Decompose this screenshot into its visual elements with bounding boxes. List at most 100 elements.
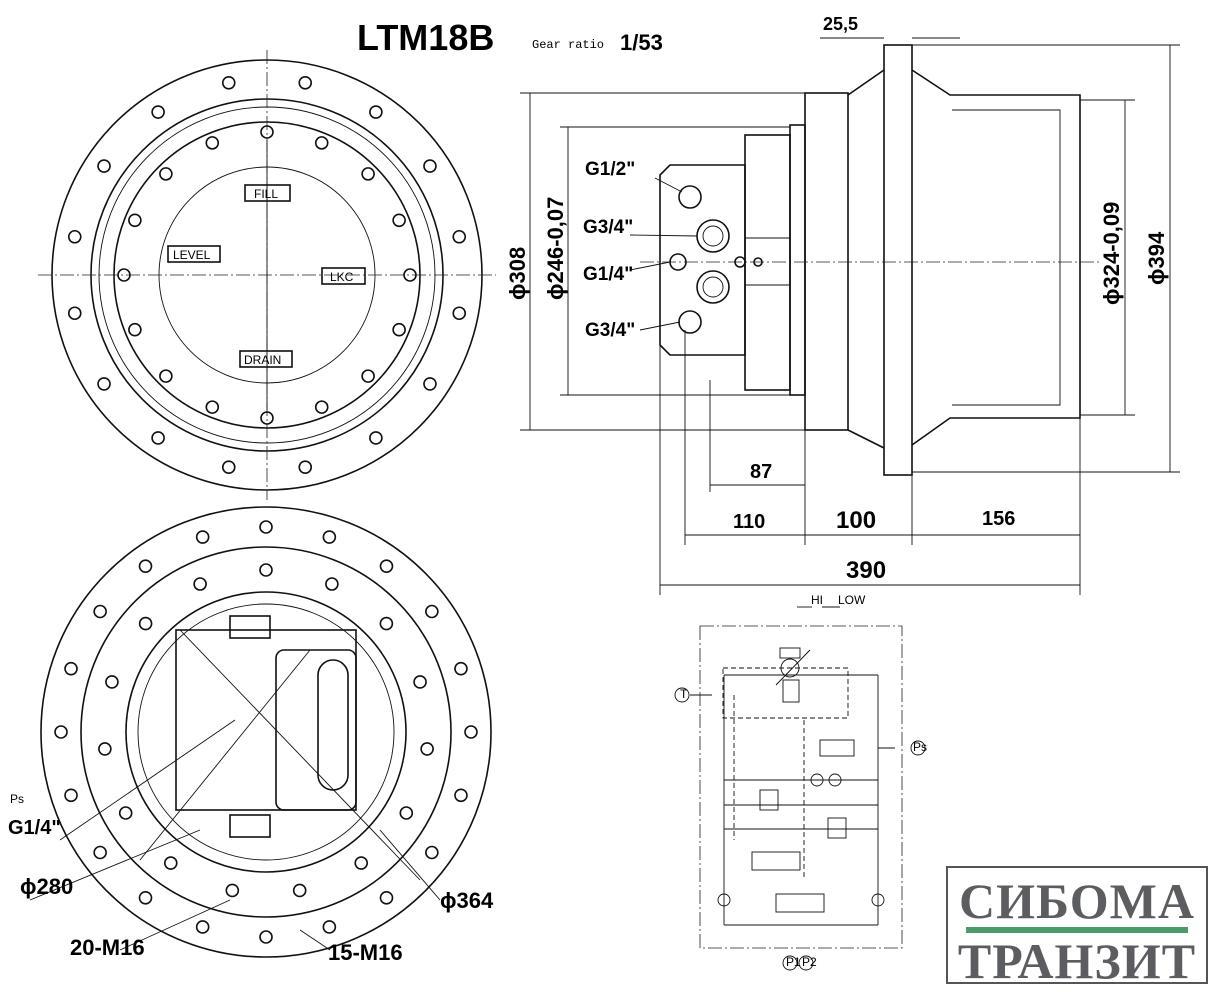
level-label: LEVEL: [173, 248, 211, 262]
bolt-hole: [93, 845, 107, 860]
bolt-hole: [403, 268, 417, 282]
dim-308-label: ϕ308: [505, 247, 530, 300]
bolt-hole: [464, 725, 478, 739]
bolt-hole: [392, 213, 406, 228]
bolt-hole: [128, 213, 142, 228]
bolt-hole: [399, 806, 414, 820]
bolt-hole: [97, 159, 111, 173]
fill-label: FILL: [254, 187, 278, 201]
bolt-hole: [221, 460, 236, 475]
bolt-hole: [379, 616, 394, 631]
bolt-hole: [195, 920, 210, 934]
logo-line-2: ТРАНЗИТ: [957, 933, 1197, 989]
bolt-hole: [259, 563, 273, 577]
bolt-hole: [369, 105, 383, 119]
ps-port-label: G1/4": [8, 817, 61, 839]
bolt-hole: [138, 616, 153, 631]
lkc-label: LKC: [330, 270, 354, 284]
bolt-hole: [64, 788, 78, 803]
bolt-hole: [205, 400, 220, 414]
bolt-hole: [151, 431, 165, 445]
bolt-hole: [361, 369, 375, 383]
bolt-hole: [260, 125, 274, 139]
bolt-hole: [159, 167, 173, 181]
diameter-280-label: ϕ280: [20, 874, 73, 899]
bolt-hole: [151, 105, 165, 119]
dim-110-label: 110: [733, 511, 765, 533]
side-view: G1/2" G3/4" G1/4" G3/4" 25,5 ϕ308 ϕ246-0…: [505, 14, 1180, 595]
dim-87-label: 87: [750, 461, 772, 483]
bolt-hole: [454, 661, 468, 676]
bolt-hole: [314, 400, 329, 414]
bolt-hole: [420, 742, 434, 756]
bolt-hole: [225, 883, 240, 898]
bolt-hole: [128, 322, 142, 337]
bolt-hole: [163, 856, 178, 870]
logo-accent-line: [966, 927, 1188, 933]
bolt-hole: [392, 322, 406, 337]
bolt-hole: [452, 306, 467, 321]
schematic-p2-port: P2: [802, 955, 817, 969]
gear-ratio-value: 1/53: [620, 30, 663, 55]
bolt-hole: [259, 930, 273, 944]
port-g12-label: G1/2": [585, 159, 635, 180]
drain-label: DRAIN: [244, 353, 281, 367]
bolt-hole: [423, 377, 437, 391]
dim-394-label: ϕ394: [1144, 231, 1169, 285]
bolt-hole: [361, 167, 375, 181]
bolt-hole: [413, 675, 427, 689]
dim-390-label: 390: [846, 557, 886, 584]
model-title: LTM18B: [357, 17, 494, 58]
bolt-hole: [221, 75, 236, 90]
dim-100-label: 100: [836, 507, 876, 534]
gear-ratio-label: Gear ratio: [532, 38, 604, 52]
schematic-p1-port: P1: [786, 955, 801, 969]
diameter-364-label: ϕ364: [440, 888, 494, 913]
bolt-hole: [259, 520, 273, 534]
bolt-hole: [454, 788, 468, 803]
schematic-low-label: LOW: [838, 593, 866, 607]
port-g34-upper-label: G3/4": [583, 217, 633, 238]
ps-label: Ps: [10, 792, 24, 806]
bolt-hole: [67, 229, 82, 244]
bolt-hole: [138, 891, 153, 905]
hydraulic-schematic: HI LOW T Ps P1 P2: [674, 593, 927, 971]
bolt-hole: [369, 431, 383, 445]
bolt-hole: [425, 845, 439, 860]
bolt-hole: [117, 268, 131, 282]
bolt-hole: [425, 604, 439, 619]
bolt-hole: [64, 661, 78, 676]
schematic-t-port: T: [680, 687, 688, 701]
bolt-hole: [260, 411, 274, 425]
dim-324-label: ϕ324-0,09: [1099, 202, 1124, 305]
bolt-hole: [298, 75, 313, 90]
bolt-hole: [195, 530, 210, 544]
dim-246-label: ϕ246-0,07: [543, 197, 568, 300]
port-g14-label: G1/4": [583, 264, 633, 285]
bolt-hole: [423, 159, 437, 173]
bolt-hole: [452, 229, 467, 244]
schematic-hi-label: HI: [811, 593, 823, 607]
company-logo: СИБОМА ТРАНЗИТ: [946, 866, 1208, 989]
port-g34-lower-label: G3/4": [585, 320, 635, 341]
bolt-hole: [322, 920, 337, 934]
bolt-hole: [138, 559, 153, 573]
bolt-hole: [354, 856, 369, 870]
bolt-hole: [379, 891, 394, 905]
bolts-20-m16-label: 20-M16: [70, 935, 145, 960]
dim-156-label: 156: [982, 508, 1015, 530]
bolt-hole: [292, 883, 307, 898]
bolt-hole: [97, 377, 111, 391]
bolt-hole: [93, 604, 107, 619]
dim-flange-label: 25,5: [823, 14, 858, 34]
rear-view: Ps G1/4" ϕ280 20-M16 15-M16 ϕ364: [8, 506, 494, 965]
bolt-hole: [105, 675, 119, 689]
bolt-hole: [54, 725, 68, 739]
bolt-hole: [314, 136, 329, 150]
bolts-15-m16-label: 15-M16: [328, 940, 403, 965]
bolt-hole: [298, 460, 313, 475]
bolt-hole: [193, 577, 207, 591]
bolt-hole: [322, 530, 337, 544]
schematic-ps-port: Ps: [913, 740, 927, 754]
